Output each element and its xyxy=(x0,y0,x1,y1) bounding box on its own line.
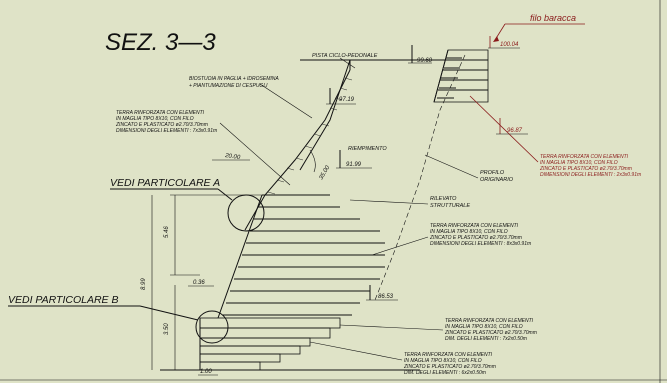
elevation-marker-99-60: 99.60 xyxy=(408,45,433,64)
slope-angle-arc xyxy=(309,149,316,173)
vegetated-slope-hatch xyxy=(244,69,353,231)
svg-text:BIOSTUOIA IN PAGLIA + IDROSEMI: BIOSTUOIA IN PAGLIA + IDROSEMINA xyxy=(189,76,279,82)
elevation-marker-86-53: 86.53 xyxy=(366,285,398,301)
svg-text:ZINCATO E PLASTICATO ø2.70/3.7: ZINCATO E PLASTICATO ø2.70/3.70mm xyxy=(429,235,522,241)
svg-text:DIM. DEGLI ELEMENTI : 6x2x0.50: DIM. DEGLI ELEMENTI : 6x2x0.50m xyxy=(404,370,486,376)
svg-text:91.99: 91.99 xyxy=(346,162,362,168)
terra-low-note: TERRA RINFORZATA CON ELEMENTI IN MAGLIA … xyxy=(339,318,537,342)
svg-text:DIMENSIONI DEGLI ELEMENTI : 8x: DIMENSIONI DEGLI ELEMENTI : 8x3x0.91m xyxy=(430,241,531,247)
svg-text:TERRA RINFORZATA CON ELEMENTI: TERRA RINFORZATA CON ELEMENTI xyxy=(445,318,534,324)
svg-text:ZINCATO E PLASTICATO ø2.70/3.7: ZINCATO E PLASTICATO ø2.70/3.70mm xyxy=(539,166,632,172)
terra-top-note: TERRA RINFORZATA CON ELEMENTI IN MAGLIA … xyxy=(115,110,291,186)
profilo-note: PROFILO ORIGINARIO xyxy=(424,154,514,183)
svg-text:TERRA RINFORZATA CON ELEMENTI: TERRA RINFORZATA CON ELEMENTI xyxy=(540,154,629,160)
particolare-a-leader xyxy=(217,188,233,201)
svg-text:RILEVATO: RILEVATO xyxy=(430,196,457,202)
svg-text:IN MAGLIA TIPO 8X10, CON FILO: IN MAGLIA TIPO 8X10, CON FILO xyxy=(540,160,618,166)
dim-5-46: 5.46 xyxy=(164,226,170,238)
filo-baracca-arrow xyxy=(493,36,499,42)
detail-circle-b xyxy=(195,310,229,344)
dimension-verticals: 5.46 8.99 3.50 xyxy=(141,194,262,370)
svg-text:IN MAGLIA TIPO 8X10, CON FILO: IN MAGLIA TIPO 8X10, CON FILO xyxy=(430,229,508,235)
detail-circle-a xyxy=(227,194,265,232)
svg-text:TERRA RINFORZATA CON ELEMENTI: TERRA RINFORZATA CON ELEMENTI xyxy=(116,110,205,116)
particolare-b-leader xyxy=(139,305,199,321)
svg-text:ORIGINARIO: ORIGINARIO xyxy=(480,177,514,183)
filo-baracca-label: filo baracca xyxy=(530,13,576,23)
pista-leader xyxy=(339,57,356,69)
svg-text:96.87: 96.87 xyxy=(507,128,523,134)
svg-text:STRUTTURALE: STRUTTURALE xyxy=(430,203,470,209)
terra-right-top-note: TERRA RINFORZATA CON ELEMENTI IN MAGLIA … xyxy=(469,95,641,178)
svg-text:DIM. DEGLI ELEMENTI : 7x2x0.50: DIM. DEGLI ELEMENTI : 7x2x0.50m xyxy=(445,336,527,342)
svg-text:IN MAGLIA TIPO 8X10, CON FILO: IN MAGLIA TIPO 8X10, CON FILO xyxy=(116,116,194,122)
upper-reinforced-block xyxy=(433,49,489,103)
svg-text:DIMENSIONI DEGLI ELEMENTI : 2x: DIMENSIONI DEGLI ELEMENTI : 2x3x0.91m xyxy=(540,172,641,178)
terra-bottom-note: TERRA RINFORZATA CON ELEMENTI IN MAGLIA … xyxy=(309,341,496,376)
svg-text:IN MAGLIA TIPO 8X10, CON FILO: IN MAGLIA TIPO 8X10, CON FILO xyxy=(404,358,482,364)
riempimento-label: RIEMPIMENTO xyxy=(348,146,387,152)
svg-text:DIMENSIONI DEGLI ELEMENTI : 7x: DIMENSIONI DEGLI ELEMENTI : 7x3x0.91m xyxy=(116,128,217,134)
lower-reinforced-blocks xyxy=(160,317,420,371)
dim-8-99: 8.99 xyxy=(141,278,147,290)
main-reinforced-wall xyxy=(217,194,385,319)
svg-text:ZINCATO E PLASTICATO ø2.70/3.7: ZINCATO E PLASTICATO ø2.70/3.70mm xyxy=(115,122,208,128)
elevation-marker-96-87: 96.87 xyxy=(496,118,528,135)
svg-text:+ PIANTUMAZIONE DI CESPUGLI: + PIANTUMAZIONE DI CESPUGLI xyxy=(189,83,268,89)
rilevato-note: RILEVATO STRUTTURALE xyxy=(349,196,470,209)
svg-text:TERRA RINFORZATA CON ELEMENTI: TERRA RINFORZATA CON ELEMENTI xyxy=(430,223,519,229)
svg-text:PROFILO: PROFILO xyxy=(480,170,505,176)
dim-0-36: 0.36 xyxy=(193,280,205,286)
svg-text:99.60: 99.60 xyxy=(417,58,433,64)
svg-text:100.04: 100.04 xyxy=(500,42,519,48)
dim-3-50: 3.50 xyxy=(164,323,170,335)
elevation-marker-100-04: 100.04 xyxy=(488,36,520,49)
svg-text:ZINCATO E PLASTICATO ø2.70/3.7: ZINCATO E PLASTICATO ø2.70/3.70mm xyxy=(444,330,537,336)
svg-text:ZINCATO E PLASTICATO ø2.70/3.7: ZINCATO E PLASTICATO ø2.70/3.70mm xyxy=(403,364,496,370)
dim-20-00: 20.00 xyxy=(224,153,241,161)
terra-mid-note: TERRA RINFORZATA CON ELEMENTI IN MAGLIA … xyxy=(371,223,531,256)
particolare-a-label: VEDI PARTICOLARE A xyxy=(110,177,220,189)
dim-1-00: 1.00 xyxy=(200,369,212,375)
original-profile-line xyxy=(374,54,466,301)
svg-text:97.19: 97.19 xyxy=(339,97,355,103)
svg-text:TERRA RINFORZATA CON ELEMENTI: TERRA RINFORZATA CON ELEMENTI xyxy=(404,352,493,358)
biostuoia-note: BIOSTUOIA IN PAGLIA + IDROSEMINA + PIANT… xyxy=(189,76,313,119)
svg-text:IN MAGLIA TIPO 8X10, CON FILO: IN MAGLIA TIPO 8X10, CON FILO xyxy=(445,324,523,330)
elevation-marker-97-19: 97.19 xyxy=(326,88,356,105)
elevation-marker-91-99: 91.99 xyxy=(336,150,372,169)
particolare-b-label: VEDI PARTICOLARE B xyxy=(8,294,118,306)
dim-angle: 35.00 xyxy=(319,164,332,181)
svg-text:86.53: 86.53 xyxy=(378,294,394,300)
fill-upper-slope xyxy=(299,59,351,171)
section-title: SEZ. 3—3 xyxy=(105,29,216,56)
pista-label: PISTA CICLO-PEDONALE xyxy=(312,53,378,59)
